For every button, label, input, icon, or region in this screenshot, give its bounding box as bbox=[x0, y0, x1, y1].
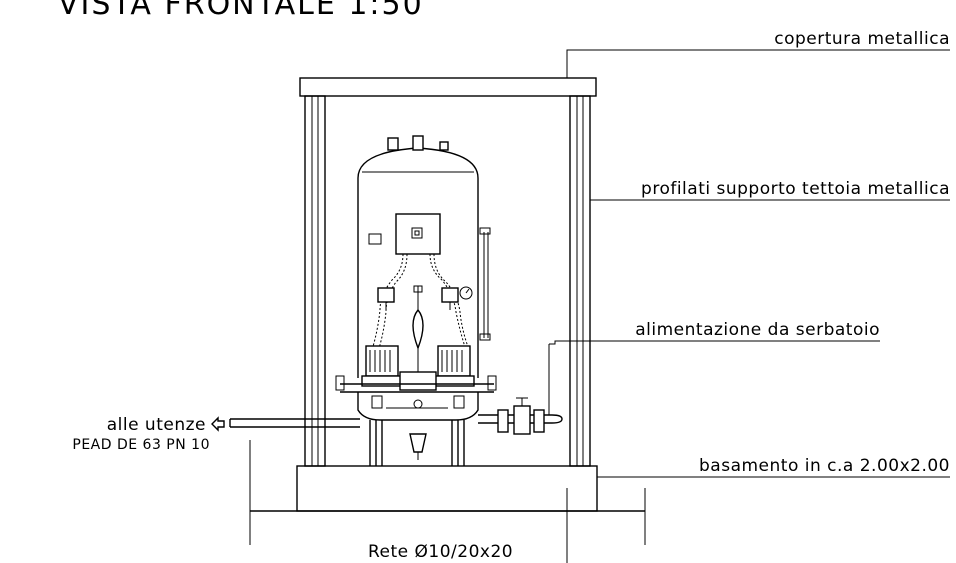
flow-arrow-icon bbox=[211, 416, 225, 432]
concrete-base bbox=[249, 440, 646, 563]
pressure-switch-left bbox=[377, 287, 395, 310]
label-base: basamento in c.a 2.00x2.00 bbox=[699, 456, 950, 476]
right-support-profile bbox=[569, 95, 591, 467]
inlet-pipe bbox=[478, 344, 563, 435]
metal-roof bbox=[299, 77, 597, 97]
left-support-profile bbox=[304, 95, 326, 467]
control-panel bbox=[395, 213, 441, 255]
pump-left bbox=[361, 345, 403, 387]
label-pipe-spec: PEAD DE 63 PN 10 bbox=[72, 437, 210, 453]
pressure-gauge-icon bbox=[459, 286, 473, 300]
tank-legs bbox=[369, 420, 465, 466]
pump-right bbox=[433, 345, 475, 387]
label-roof: copertura metallica bbox=[774, 29, 950, 49]
pressure-tank bbox=[357, 135, 491, 378]
outlet-pipe bbox=[211, 416, 360, 432]
label-mesh: Rete Ø10/20x20 bbox=[368, 542, 513, 562]
label-users: alle utenze bbox=[107, 415, 206, 435]
pressure-switch-right bbox=[441, 287, 459, 310]
leader-lines bbox=[549, 49, 950, 478]
label-supply: alimentazione da serbatoio bbox=[635, 320, 880, 340]
manifold bbox=[335, 371, 497, 421]
central-valve bbox=[412, 285, 424, 372]
label-support-profiles: profilati supporto tettoia metallica bbox=[641, 179, 950, 199]
drawing-title: VISTA FRONTALE 1:50 bbox=[58, 0, 424, 22]
